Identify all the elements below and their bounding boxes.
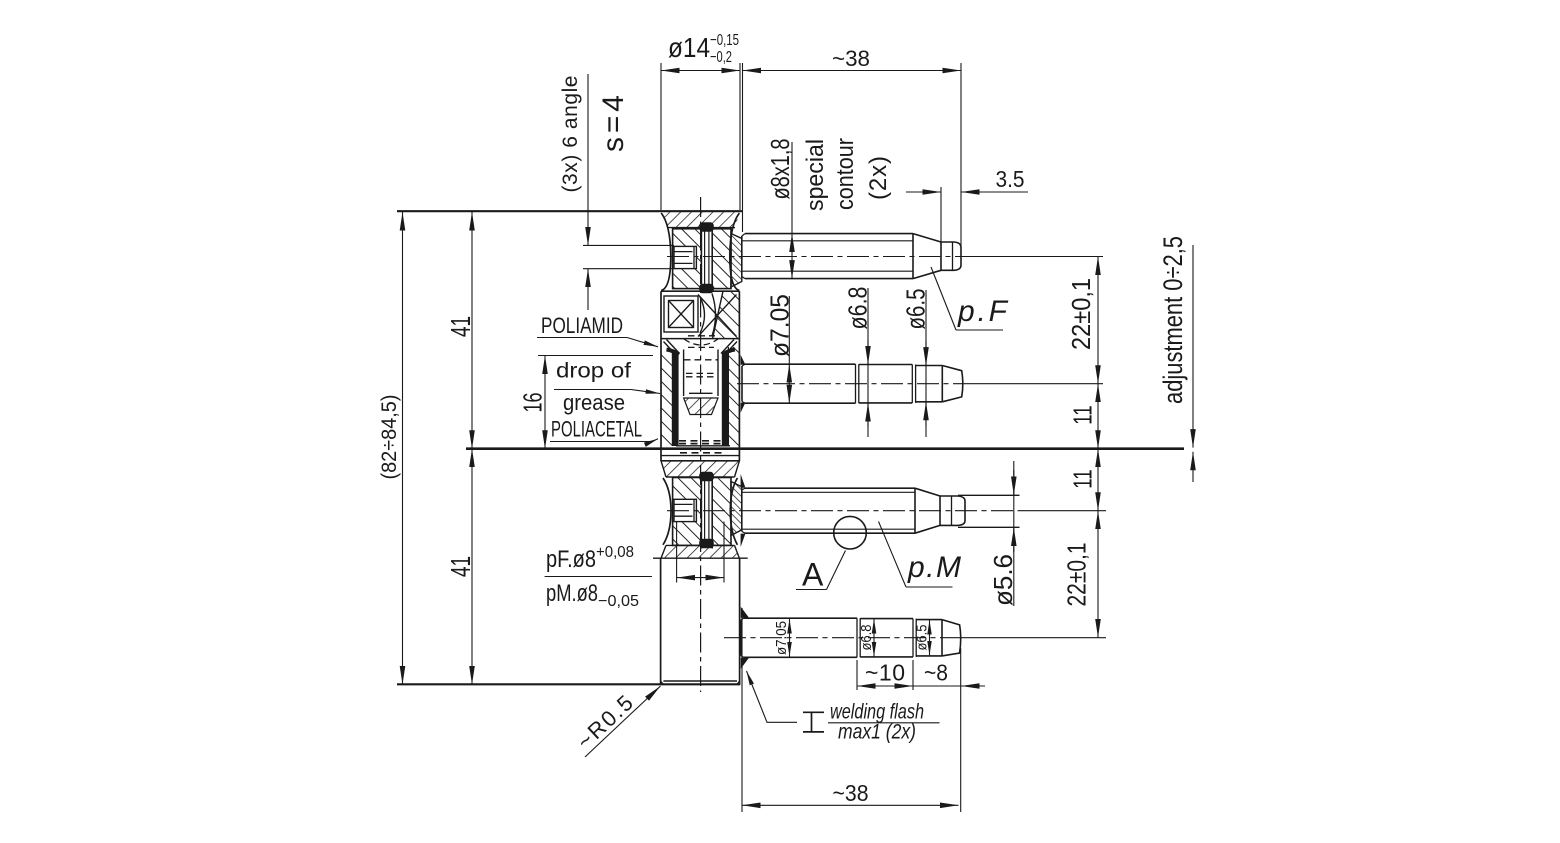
svg-text:−0,2: −0,2	[710, 49, 732, 66]
svg-text:41: 41	[445, 316, 476, 337]
svg-text:ø14: ø14	[668, 32, 710, 63]
svg-text:A: A	[802, 557, 824, 593]
svg-text:special: special	[802, 139, 829, 211]
svg-text:3.5: 3.5	[996, 166, 1025, 192]
svg-text:grease: grease	[563, 390, 625, 415]
svg-text:+0,08: +0,08	[596, 544, 634, 561]
svg-text:POLIAMID: POLIAMID	[541, 313, 623, 338]
svg-text:pM.ø8: pM.ø8	[546, 580, 598, 607]
svg-text:~38: ~38	[832, 46, 870, 71]
svg-text:ø7.05: ø7.05	[773, 621, 790, 655]
svg-text:22±0,1: 22±0,1	[1062, 543, 1092, 607]
svg-text:adjustment 0÷2,5: adjustment 0÷2,5	[1158, 236, 1188, 404]
svg-text:ø5.6: ø5.6	[988, 554, 1018, 606]
svg-text:ø6.8: ø6.8	[858, 625, 875, 651]
svg-text:pF.ø8: pF.ø8	[546, 546, 596, 573]
svg-text:ø6.5: ø6.5	[914, 625, 931, 651]
svg-text:−0,05: −0,05	[598, 593, 639, 610]
svg-text:ø6.8: ø6.8	[843, 287, 873, 330]
svg-text:ø8x1,8: ø8x1,8	[765, 139, 795, 200]
svg-text:p.F: p.F	[957, 295, 1009, 328]
svg-text:11: 11	[1068, 405, 1098, 425]
svg-text:41: 41	[445, 556, 476, 577]
svg-text:p.M: p.M	[907, 551, 961, 584]
svg-text:(2x): (2x)	[865, 156, 892, 200]
svg-text:~8: ~8	[924, 660, 948, 686]
svg-text:ø7.05: ø7.05	[765, 294, 795, 357]
svg-text:~10: ~10	[865, 660, 905, 686]
svg-text:s=4: s=4	[597, 95, 630, 152]
svg-text:max1 (2x): max1 (2x)	[838, 721, 916, 744]
svg-text:(3x) 6 angle: (3x) 6 angle	[559, 76, 582, 193]
svg-text:ø6.5: ø6.5	[901, 289, 931, 330]
svg-text:22±0,1: 22±0,1	[1066, 278, 1096, 350]
svg-text:~38: ~38	[833, 780, 869, 806]
svg-text:11: 11	[1068, 469, 1098, 489]
svg-text:drop of: drop of	[556, 360, 631, 383]
svg-text:(82÷84,5): (82÷84,5)	[378, 395, 401, 480]
svg-text:welding flash: welding flash	[830, 701, 924, 724]
svg-text:POLIACETAL: POLIACETAL	[551, 417, 642, 442]
svg-text:16: 16	[518, 393, 548, 413]
svg-text:−0,15: −0,15	[710, 32, 739, 49]
svg-text:contour: contour	[832, 138, 859, 210]
